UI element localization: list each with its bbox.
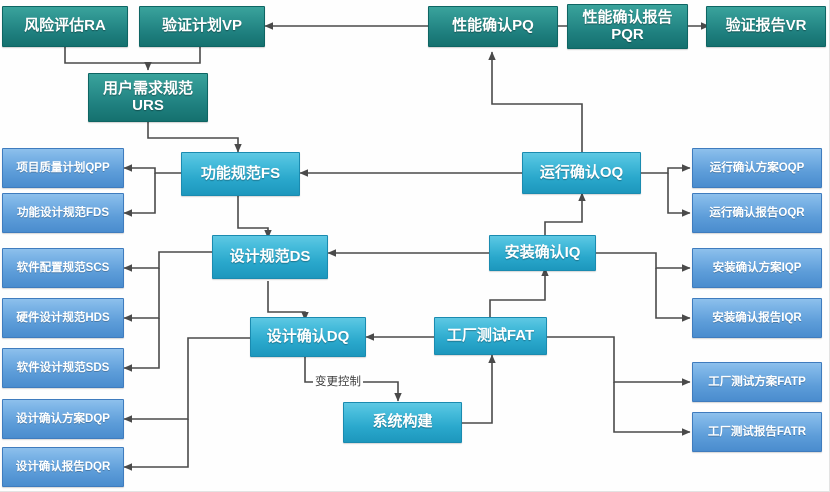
node-risk-assessment-ra[interactable]: 风险评估RA xyxy=(2,6,128,47)
node-label: 工厂测试报告FATR xyxy=(707,425,807,438)
node-label: 工厂测试FAT xyxy=(446,326,535,344)
node-label: 风险评估RA xyxy=(24,17,106,35)
node-functional-spec-fs[interactable]: 功能规范FS xyxy=(181,152,300,196)
node-label: 软件设计规范SDS xyxy=(16,361,110,374)
node-design-qualification-dq[interactable]: 设计确认DQ xyxy=(250,317,366,357)
node-label: 运行确认OQ xyxy=(539,163,624,181)
node-label: 设计规范DS xyxy=(229,247,311,265)
node-doc-qpp[interactable]: 项目质量计划QPP xyxy=(2,148,124,188)
node-doc-fds[interactable]: 功能设计规范FDS xyxy=(2,193,124,233)
node-operational-qualification-oq[interactable]: 运行确认OQ xyxy=(522,152,641,194)
node-user-requirement-spec-urs[interactable]: 用户需求规范 URS xyxy=(88,73,208,122)
node-label: 运行确认报告OQR xyxy=(709,206,805,219)
node-label: 验证计划VP xyxy=(161,17,242,35)
node-label: 安装确认IQ xyxy=(504,243,581,261)
node-doc-iqr[interactable]: 安装确认报告IQR xyxy=(692,298,822,338)
node-label: 安装确认方案IQP xyxy=(712,261,802,274)
node-factory-acceptance-test-fat[interactable]: 工厂测试FAT xyxy=(434,317,547,355)
node-label: 硬件设计规范HDS xyxy=(16,311,110,324)
node-doc-oqr[interactable]: 运行确认报告OQR xyxy=(692,193,822,233)
node-validation-report-vr[interactable]: 验证报告VR xyxy=(706,6,826,47)
node-label: 安装确认报告IQR xyxy=(712,311,802,324)
node-doc-dqr[interactable]: 设计确认报告DQR xyxy=(2,447,124,487)
node-doc-sds[interactable]: 软件设计规范SDS xyxy=(2,348,124,388)
node-label: 设计确认报告DQR xyxy=(15,460,111,473)
node-performance-qualification-pq[interactable]: 性能确认PQ xyxy=(428,6,558,47)
node-doc-iqp[interactable]: 安装确认方案IQP xyxy=(692,248,822,288)
node-performance-qualification-report-pqr[interactable]: 性能确认报告 PQR xyxy=(567,4,688,49)
node-label: 验证报告VR xyxy=(725,17,807,35)
node-validation-plan-vp[interactable]: 验证计划VP xyxy=(139,6,265,47)
node-doc-dqp[interactable]: 设计确认方案DQP xyxy=(2,399,124,439)
node-label: 项目质量计划QPP xyxy=(16,161,110,174)
node-doc-hds[interactable]: 硬件设计规范HDS xyxy=(2,298,124,338)
node-label: 设计确认方案DQP xyxy=(16,412,110,425)
node-label: 性能确认PQ xyxy=(452,17,534,35)
node-label-line2: URS xyxy=(132,96,164,114)
node-label: 工厂测试方案FATP xyxy=(708,375,806,388)
node-doc-fatp[interactable]: 工厂测试方案FATP xyxy=(692,362,822,402)
node-label-line2: PQR xyxy=(611,25,644,43)
node-label: 系统构建 xyxy=(372,413,433,431)
node-label: 软件配置规范SCS xyxy=(16,261,110,274)
node-system-build[interactable]: 系统构建 xyxy=(343,402,462,443)
node-doc-scs[interactable]: 软件配置规范SCS xyxy=(2,248,124,288)
node-label: 功能设计规范FDS xyxy=(17,206,109,219)
node-label: 运行确认方案OQP xyxy=(709,161,805,174)
node-doc-fatr[interactable]: 工厂测试报告FATR xyxy=(692,412,822,452)
edge-label-change-control: 变更控制 xyxy=(313,373,363,389)
node-label: 设计确认DQ xyxy=(266,327,350,345)
node-doc-oqp[interactable]: 运行确认方案OQP xyxy=(692,148,822,188)
node-label: 功能规范FS xyxy=(200,164,281,182)
node-label-line1: 用户需求规范 xyxy=(102,79,193,97)
node-design-spec-ds[interactable]: 设计规范DS xyxy=(212,235,328,279)
node-label-line1: 性能确认报告 xyxy=(582,8,673,26)
node-installation-qualification-iq[interactable]: 安装确认IQ xyxy=(489,235,596,271)
